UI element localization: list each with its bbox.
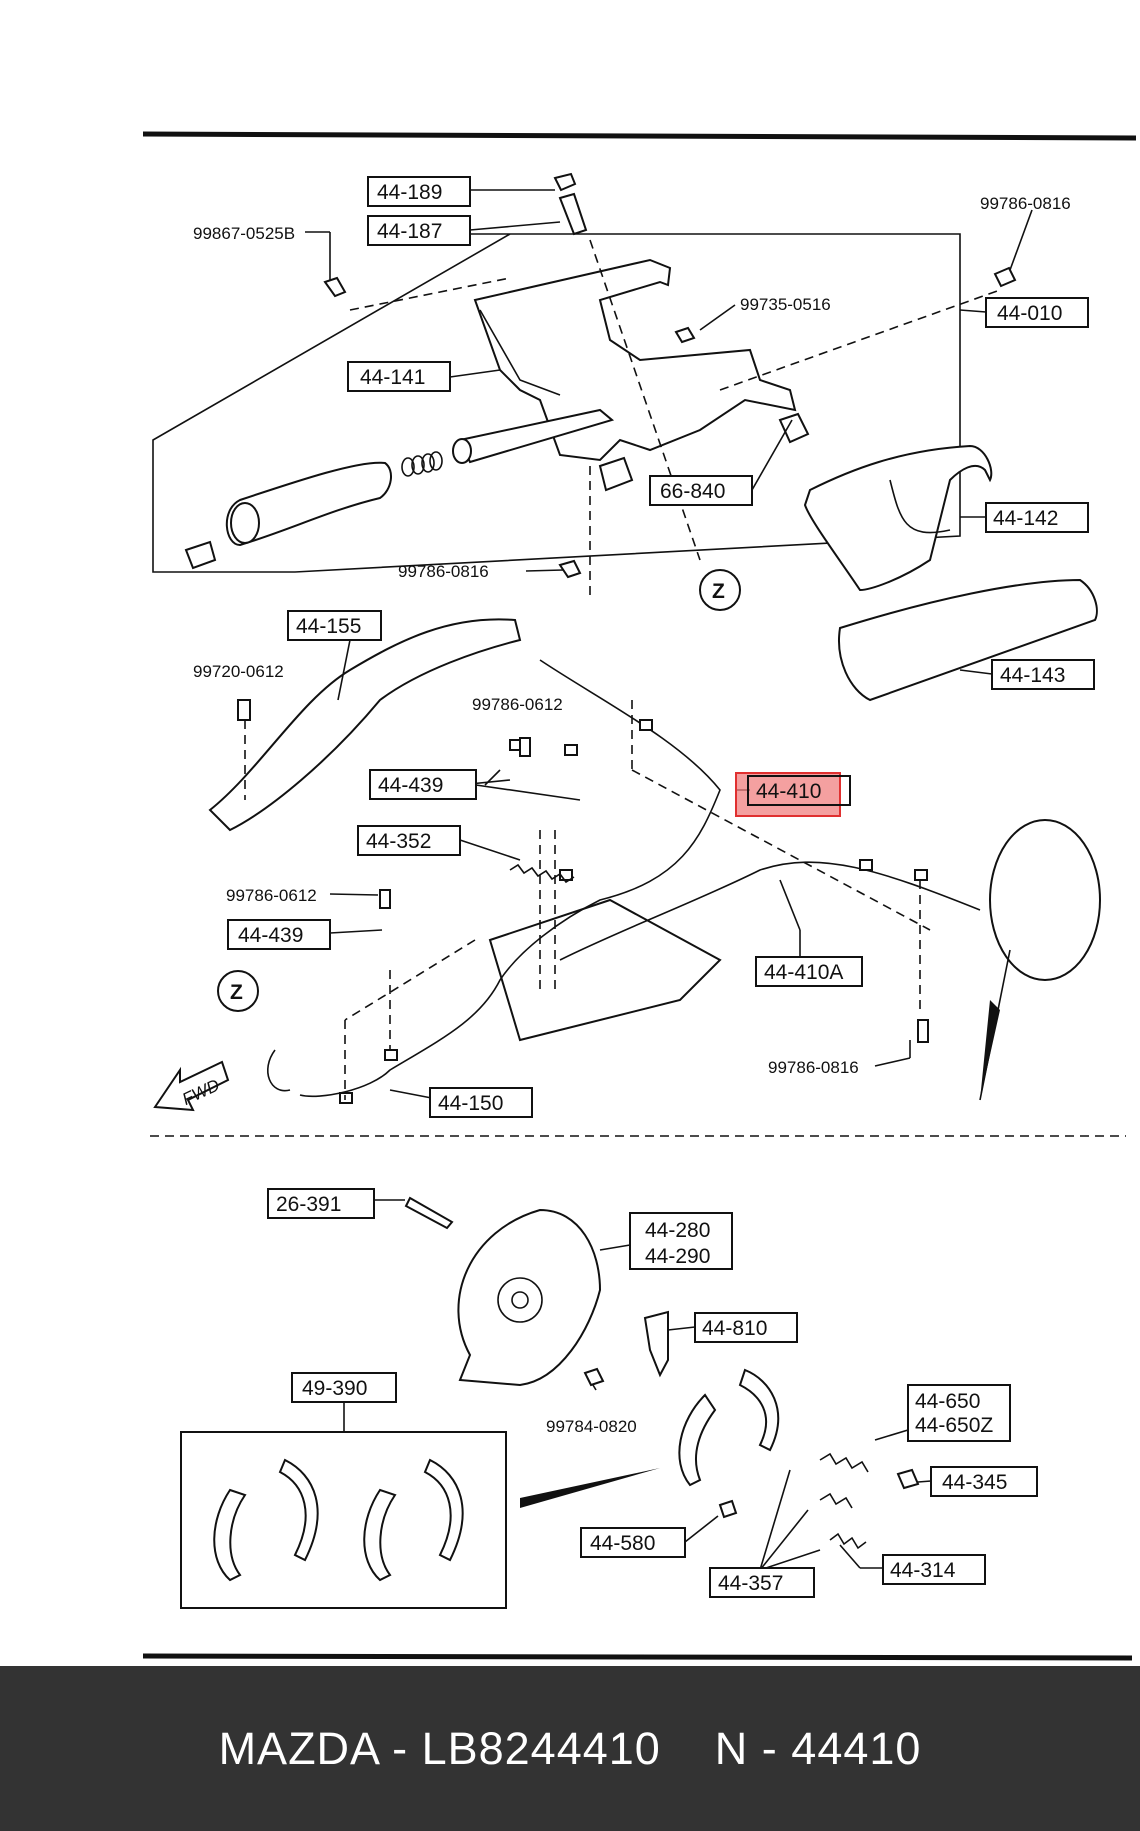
label-box-44-439-b <box>227 919 331 950</box>
part-label-44-650: 44-650 <box>915 1390 980 1413</box>
part-label-44-345: 44-345 <box>942 1471 1007 1494</box>
label-box-44-150 <box>429 1087 533 1118</box>
label-box-44-189 <box>367 176 471 207</box>
part-label-44-187: 44-187 <box>377 220 442 243</box>
label-box-44-142 <box>985 502 1089 533</box>
footer-text: MAZDA - LB8244410 N - 44410 <box>218 1722 922 1774</box>
part-label-99867-0525b: 99867-0525B <box>193 224 295 243</box>
top-rule <box>142 131 1137 141</box>
part-label-44-439-a: 44-439 <box>378 774 443 797</box>
part-label-44-580: 44-580 <box>590 1532 655 1555</box>
lever-assembly-drawing <box>152 172 1098 702</box>
label-box-44-357 <box>709 1567 815 1598</box>
label-box-44-352 <box>357 825 461 856</box>
part-label-99786-0612-b: 99786-0612 <box>226 886 317 905</box>
part-label-44-142: 44-142 <box>993 507 1058 530</box>
label-box-44-345 <box>930 1466 1038 1497</box>
label-box-44-580 <box>580 1527 686 1558</box>
label-box-44-439-a <box>369 769 477 800</box>
label-box-26-391 <box>267 1188 375 1219</box>
part-label-44-010: 44-010 <box>997 302 1062 325</box>
label-box-44-141 <box>347 361 451 392</box>
part-label-49-390: 49-390 <box>302 1377 367 1400</box>
label-box-44-650 <box>907 1384 1011 1442</box>
parking-brake-parts-diagram: 44-189 44-187 99867-0525B 99786-0816 44-… <box>142 131 1137 1661</box>
part-label-99786-0816-top: 99786-0816 <box>980 194 1071 213</box>
label-box-44-155 <box>287 610 382 641</box>
part-label-99786-0816-mid: 99786-0816 <box>398 562 489 581</box>
z-marker-top: Z <box>712 580 725 603</box>
part-label-99784-0820: 99784-0820 <box>546 1417 637 1436</box>
label-box-44-410 <box>747 775 851 806</box>
part-label-44-439-b: 44-439 <box>238 924 303 947</box>
part-label-99720-0612: 99720-0612 <box>193 662 284 681</box>
label-box-44-280-290 <box>629 1212 733 1270</box>
part-label-44-357: 44-357 <box>718 1572 783 1595</box>
label-texts: 44-189 44-187 99867-0525B 99786-0816 44-… <box>179 181 1070 1595</box>
label-box-49-390 <box>291 1372 397 1403</box>
part-label-66-840: 66-840 <box>660 480 725 503</box>
bottom-rule <box>142 1653 1133 1661</box>
label-boxes <box>217 176 1095 1598</box>
z-circle-bottom <box>217 970 259 1012</box>
part-label-44-150: 44-150 <box>438 1092 503 1115</box>
label-box-44-010 <box>985 297 1089 328</box>
part-label-44-650z: 44-650Z <box>915 1414 993 1437</box>
part-label-44-314: 44-314 <box>890 1559 956 1582</box>
part-label-44-410: 44-410 <box>756 780 821 803</box>
brake-shoe-drawing <box>180 1196 920 1609</box>
part-label-44-189: 44-189 <box>377 181 442 204</box>
part-label-44-810: 44-810 <box>702 1317 767 1340</box>
part-label-99735-0516: 99735-0516 <box>740 295 831 314</box>
label-box-44-410a <box>755 956 863 987</box>
z-marker-bottom: Z <box>230 981 243 1004</box>
part-label-44-280: 44-280 <box>645 1219 710 1242</box>
part-label-44-143: 44-143 <box>1000 664 1065 687</box>
cable-assembly-drawing <box>153 618 1101 1112</box>
part-label-44-155: 44-155 <box>296 615 361 638</box>
part-label-44-141: 44-141 <box>360 366 425 389</box>
label-box-44-810 <box>694 1312 798 1343</box>
part-number-footer: MAZDA - LB8244410 N - 44410 <box>0 1666 1140 1831</box>
label-box-44-187 <box>367 215 471 246</box>
highlight-44-410 <box>735 772 841 817</box>
label-box-66-840 <box>649 475 753 506</box>
part-label-44-410a: 44-410A <box>764 961 843 984</box>
part-label-99786-0816-bottom: 99786-0816 <box>768 1058 859 1077</box>
part-label-44-290: 44-290 <box>645 1245 710 1268</box>
label-box-44-314 <box>882 1554 986 1585</box>
part-label-99786-0612-a: 99786-0612 <box>472 695 563 714</box>
part-label-44-352: 44-352 <box>366 830 431 853</box>
z-circle-top <box>699 569 741 611</box>
part-label-26-391: 26-391 <box>276 1193 341 1216</box>
label-box-44-143 <box>991 659 1095 690</box>
